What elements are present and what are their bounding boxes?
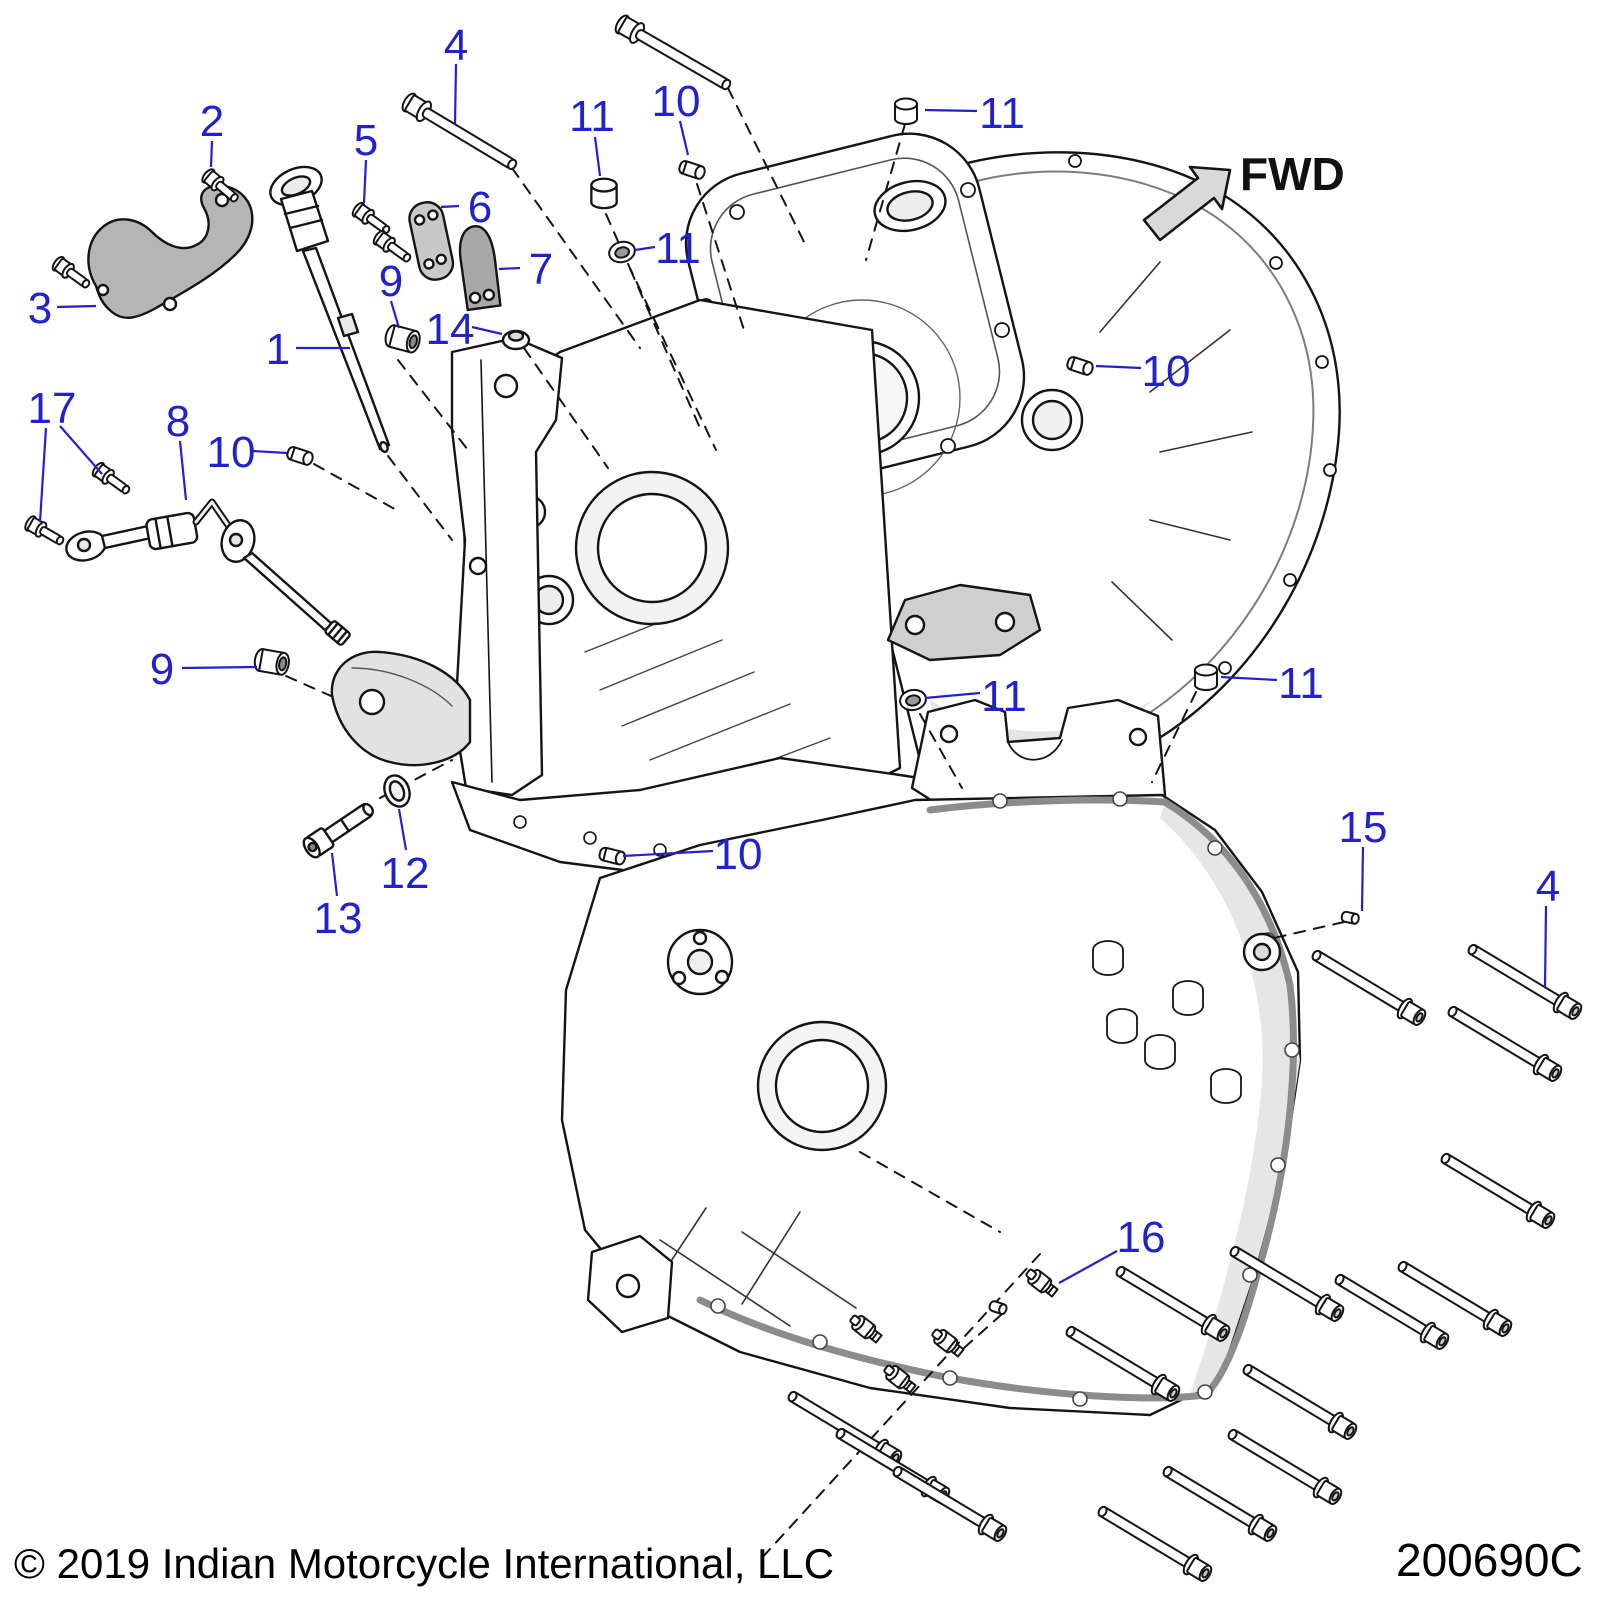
bolt-13: [302, 802, 375, 859]
callout-9: 9: [150, 645, 258, 694]
diagram-number: 200690C: [1396, 1534, 1583, 1586]
callout-10: 10: [207, 428, 288, 477]
callout-7: 7: [498, 245, 553, 294]
callout-number: 9: [150, 645, 174, 694]
bushing-9-lower: [251, 646, 292, 677]
o-ring-12: [383, 774, 411, 808]
callout-number: 13: [314, 894, 363, 943]
callout-number: 11: [1278, 659, 1324, 708]
callout-number: 2: [200, 97, 224, 146]
callout-11: 11: [1220, 659, 1324, 708]
callout-number: 10: [652, 77, 701, 126]
callout-number: 10: [714, 830, 763, 879]
bushing-9-upper: [382, 322, 424, 356]
callout-11: 11: [569, 92, 615, 177]
callouts-layer: 4 2 5 11 10 11 67 11 3 9 14 1 10 17 8 10 9 11 11 10 12 13 15 4 1…: [28, 21, 1560, 1284]
callout-number: 15: [1339, 803, 1388, 852]
callout-11: 11: [924, 89, 1025, 138]
lower-crankcase-half: [560, 698, 1302, 1417]
callout-number: 11: [655, 224, 701, 273]
callout-number: 12: [381, 849, 430, 898]
plug-14: [501, 329, 531, 351]
callout-number: 16: [1117, 1213, 1166, 1262]
callout-10: 10: [652, 77, 701, 156]
callout-number: 4: [1536, 862, 1560, 911]
callout-13: 13: [314, 852, 363, 943]
callout-8: 8: [166, 397, 190, 501]
callout-1: 1: [266, 325, 350, 374]
callout-number: 8: [166, 397, 190, 446]
callout-number: 5: [354, 116, 378, 165]
bracket-blade: [458, 225, 502, 312]
fwd-label: FWD: [1240, 148, 1345, 200]
callout-number: 10: [207, 428, 256, 477]
callout-12: 12: [381, 808, 430, 898]
callout-number: 1: [266, 325, 290, 374]
callout-9: 9: [379, 257, 403, 329]
bolt-4-top-left: [398, 89, 523, 177]
dipstick: [269, 165, 391, 454]
callout-6: 6: [440, 183, 492, 232]
callout-number: 11: [979, 89, 1025, 138]
fwd-arrow: [1142, 165, 1232, 242]
banjo-bolt: [21, 513, 68, 551]
callout-17: 17: [28, 384, 103, 523]
callout-number: 7: [529, 245, 553, 294]
guard-plate: [49, 184, 254, 319]
callout-number: 14: [426, 305, 475, 354]
callout-number: 11: [981, 672, 1027, 721]
callout-16: 16: [1058, 1213, 1166, 1284]
callout-2: 2: [200, 97, 224, 168]
callout-number: 4: [444, 21, 468, 70]
callout-number: 6: [468, 183, 492, 232]
callout-number: 9: [379, 257, 403, 306]
callout-11: 11: [634, 224, 701, 273]
oil-line-assembly: [21, 459, 351, 646]
callout-number: 17: [28, 384, 77, 433]
bracket-strap: [408, 201, 455, 281]
callout-4: 4: [1536, 862, 1560, 988]
callout-11: 11: [924, 672, 1027, 721]
callout-5: 5: [354, 116, 378, 204]
callout-4: 4: [444, 21, 468, 125]
callout-number: 3: [28, 284, 52, 333]
callout-10: 10: [622, 830, 763, 879]
copyright-text: © 2019 Indian Motorcycle International, …: [14, 1540, 834, 1587]
callout-15: 15: [1339, 803, 1388, 912]
callout-10: 10: [1095, 347, 1191, 396]
callout-number: 10: [1142, 347, 1191, 396]
callout-14: 14: [426, 305, 503, 354]
callout-number: 11: [569, 92, 615, 141]
callout-3: 3: [28, 284, 97, 333]
